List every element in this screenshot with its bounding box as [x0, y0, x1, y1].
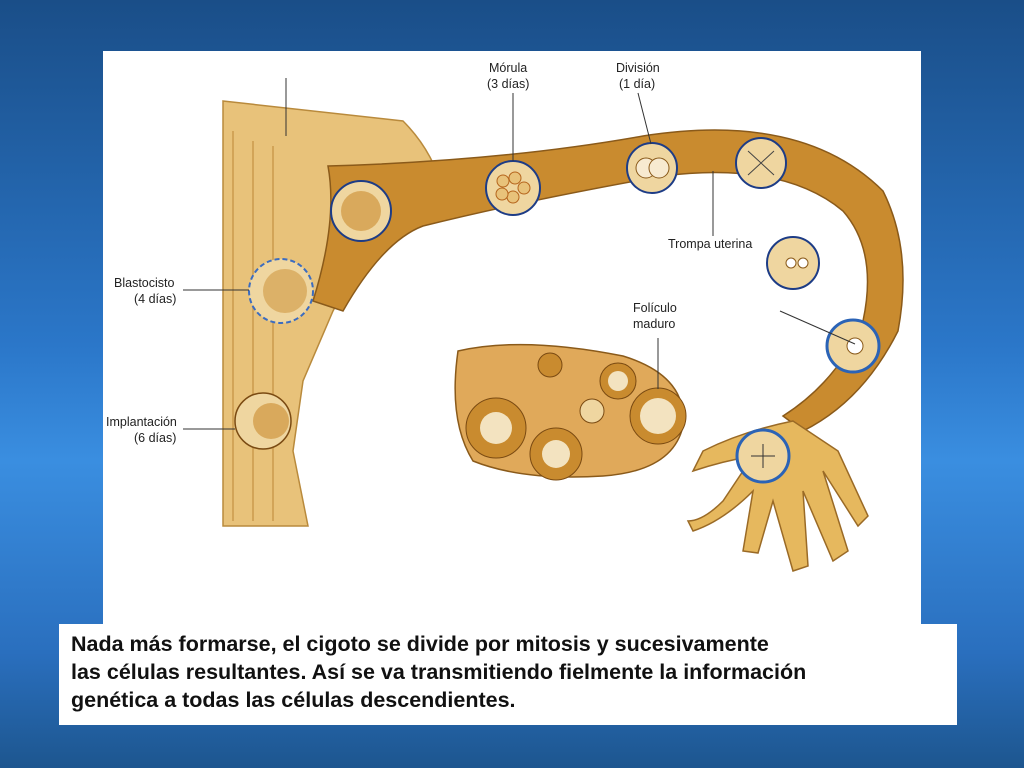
fertilization-diagram: Mórula (3 días) División (1 día) Trompa …	[106, 61, 904, 572]
label-foliculo-2: maduro	[633, 317, 675, 331]
leader-ovum	[779, 310, 856, 345]
oocyte-tube-1	[766, 236, 820, 290]
label-morula-name: Mórula	[489, 61, 527, 75]
label-blastocisto-days: (4 días)	[134, 292, 176, 306]
zygote-2-cell	[626, 142, 678, 194]
label-morula-days: (3 días)	[487, 77, 529, 91]
zygote-division-1	[735, 137, 787, 189]
label-division-name: División	[616, 61, 660, 75]
blastocyst	[248, 258, 314, 324]
caption-line-3: genética a todas las células descendient…	[71, 688, 516, 712]
follicle-antrum	[608, 371, 628, 391]
label-trompa: Trompa uterina	[668, 237, 752, 251]
follicle	[579, 398, 605, 424]
follicle	[537, 352, 563, 378]
implantation-embryo	[234, 392, 292, 450]
caption-line-1: Nada más formarse, el cigoto se divide p…	[71, 632, 769, 656]
label-blastocisto-name: Blastocisto	[114, 276, 174, 290]
mature-follicle-antrum	[640, 398, 676, 434]
early-morula	[330, 180, 392, 242]
label-implantacion-days: (6 días)	[134, 431, 176, 445]
leader-division	[637, 92, 652, 145]
ovulated-oocyte	[735, 428, 791, 484]
label-foliculo-1: Folículo	[633, 301, 677, 315]
label-division-days: (1 día)	[619, 77, 655, 91]
label-implantacion-name: Implantación	[106, 415, 177, 429]
follicle-antrum	[480, 412, 512, 444]
diagram-panel: Mórula (3 días) División (1 día) Trompa …	[103, 51, 921, 626]
follicle-antrum	[542, 440, 570, 468]
caption-box: Nada más formarse, el cigoto se divide p…	[59, 624, 957, 725]
fimbriae	[686, 420, 869, 572]
oocyte-tube-2	[825, 318, 881, 374]
endometrium-glands	[232, 131, 274, 521]
caption-line-2: las células resultantes. Así se va trans…	[71, 660, 807, 684]
morula	[485, 160, 541, 216]
